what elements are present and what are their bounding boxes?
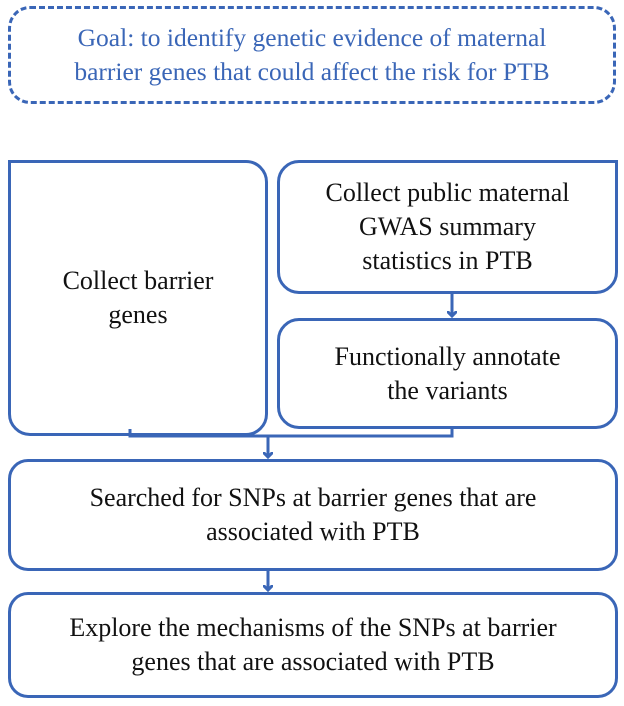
goal-text: Goal: to identify genetic evidence of ma… (74, 23, 550, 86)
search-snps-box: Searched for SNPs at barrier genes that … (8, 459, 618, 571)
annotate-variants-box: Functionally annotate the variants (277, 318, 618, 429)
explore-mechanisms-box: Explore the mechanisms of the SNPs at ba… (8, 592, 618, 698)
collect-gwas-box: Collect public maternal GWAS summary sta… (277, 160, 618, 294)
annotate-variants-label: Functionally annotate the variants (334, 341, 561, 405)
collect-gwas-label: Collect public maternal GWAS summary sta… (325, 178, 570, 275)
collect-barrier-genes-box: Collect barrier genes (8, 160, 268, 436)
search-snps-label: Searched for SNPs at barrier genes that … (89, 483, 537, 546)
collect-barrier-genes-label: Collect barrier genes (62, 266, 214, 329)
goal-box: Goal: to identify genetic evidence of ma… (8, 6, 616, 104)
merge-bracket (128, 429, 454, 438)
explore-mechanisms-label: Explore the mechanisms of the SNPs at ba… (69, 613, 557, 676)
